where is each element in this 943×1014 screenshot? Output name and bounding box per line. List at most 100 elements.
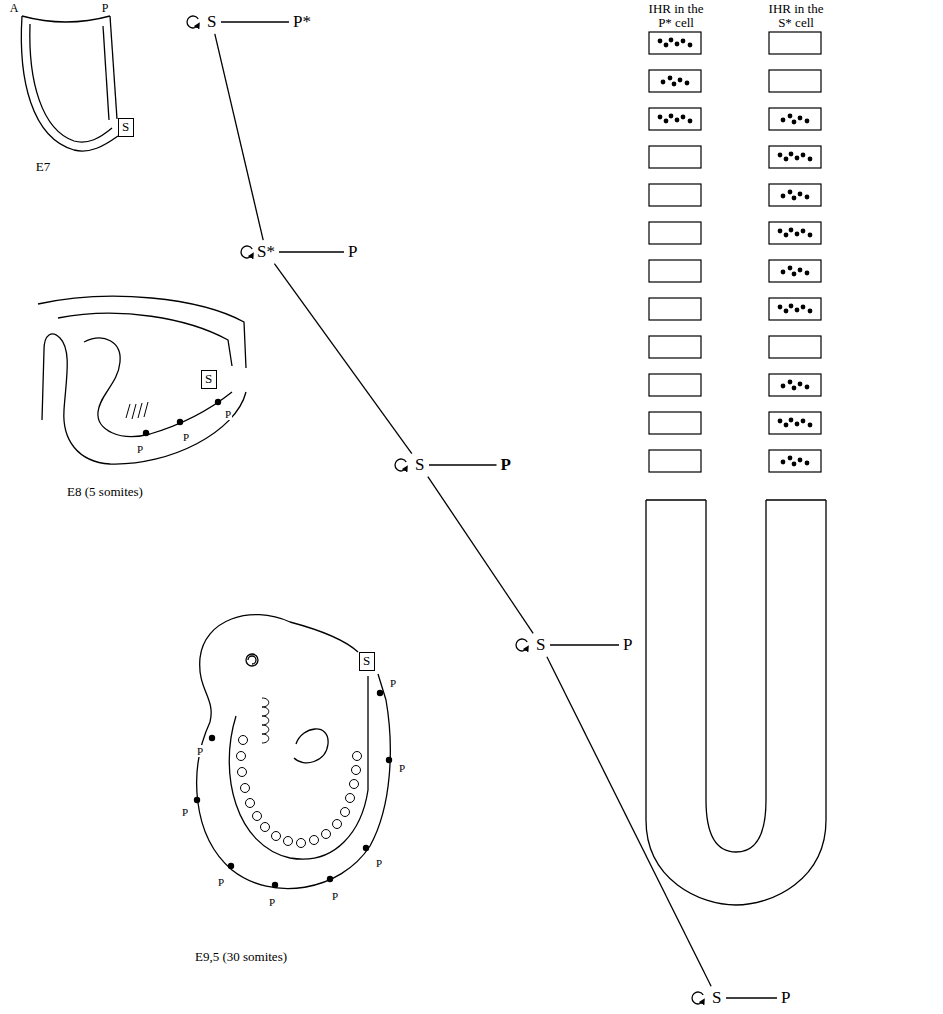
cell-label: P (136, 443, 144, 455)
drawing-part (778, 304, 813, 314)
drawing-part (781, 456, 810, 467)
drawing-part (781, 266, 810, 277)
drawing-part (769, 32, 821, 54)
lineage-line (726, 997, 777, 998)
drawing-part (238, 768, 247, 777)
axis-letter: P (102, 2, 109, 15)
cell-letter: S (536, 635, 546, 655)
lineage-line (221, 21, 289, 22)
cell-label: P (196, 745, 204, 757)
drawing-part (706, 500, 766, 852)
lineage-line (547, 657, 711, 986)
drawing-part (769, 222, 821, 244)
drawing-part (769, 298, 821, 320)
e8-embryo (38, 296, 246, 464)
lineage-line (215, 34, 263, 240)
drawing-part (649, 32, 701, 54)
drawing-part (649, 222, 701, 244)
drawing-part (322, 830, 331, 839)
cell-letter: P* (293, 12, 311, 32)
drawing-part (237, 752, 246, 761)
drawing-part (769, 260, 821, 282)
lineage-cell: S (413, 455, 427, 475)
drawing-part (649, 184, 701, 206)
drawing-part (658, 114, 693, 124)
lineage-line (428, 477, 533, 634)
drawing-part (261, 823, 270, 832)
e9-cell-dots (194, 690, 392, 888)
cell-letter: S (415, 455, 425, 475)
lineage-line (279, 251, 344, 252)
cell-label: P (375, 857, 383, 869)
drawing-part (21, 16, 118, 151)
drawing-part (38, 296, 246, 368)
drawing-part (778, 152, 813, 162)
drawing-part (649, 450, 701, 472)
lineage-line (274, 264, 411, 454)
drawing-part (649, 146, 701, 168)
cell-letter: S (205, 372, 213, 387)
drawing-part (310, 836, 319, 845)
lineage-cell: S (710, 988, 724, 1008)
drawing-part (781, 190, 810, 201)
lineage-cell: S (205, 12, 219, 32)
stage-label: E8 (5 somites) (67, 485, 143, 499)
drawing-part (237, 736, 362, 848)
ihr-boxes (649, 32, 821, 472)
cell-letter: P (501, 455, 512, 475)
marker-box: S (359, 652, 375, 671)
cell-letter: P (781, 988, 791, 1008)
drawing-part (58, 313, 232, 366)
cell-label: P (331, 890, 339, 902)
drawing-part (646, 500, 826, 905)
drawing-part (377, 690, 383, 696)
lineage-cell: P (779, 988, 793, 1008)
cell-label: P (224, 408, 232, 420)
drawing-part (363, 845, 369, 851)
drawing-part (658, 38, 693, 48)
drawing-part (209, 735, 215, 741)
drawing-part (778, 228, 813, 238)
drawing-part (126, 402, 148, 419)
lineage-cell: P (499, 455, 514, 475)
marker-box: S (201, 370, 217, 389)
drawing-part (239, 736, 248, 745)
drawing-part (646, 499, 826, 500)
drawing-part (692, 992, 703, 1004)
cell-letter: P (348, 242, 358, 262)
self-renewal-arrows (187, 16, 703, 1004)
drawing-part (769, 412, 821, 434)
drawing-part (769, 450, 821, 472)
drawing-part (248, 656, 256, 664)
drawing-part (649, 108, 701, 130)
stage-label: E7 (36, 160, 50, 174)
drawing-part (649, 412, 701, 434)
drawing-part (110, 16, 117, 119)
drawing-part (649, 298, 701, 320)
cell-label: P (181, 806, 189, 818)
drawing-part (197, 615, 391, 889)
drawing-part (352, 766, 361, 775)
lineage-cell: S (534, 635, 548, 655)
drawing-part (649, 336, 701, 358)
cell-letter: S (207, 12, 217, 32)
drawing-part (386, 757, 392, 763)
cell-letter: S (363, 654, 371, 669)
drawing-part (781, 114, 810, 125)
column-header: IHR in the S* cell (764, 2, 828, 31)
drawing-part (353, 752, 362, 761)
lineage-cell: P* (291, 12, 313, 32)
drawing-part (769, 70, 821, 92)
drawing-part (769, 108, 821, 130)
drawing-part (284, 837, 293, 846)
drawing-part (241, 246, 252, 258)
cell-label: P (398, 762, 406, 774)
lineage-line (429, 464, 497, 465)
cell-letter: S* (257, 242, 275, 262)
drawing-part (769, 374, 821, 396)
drawing-part (294, 729, 328, 763)
drawing-part (649, 374, 701, 396)
